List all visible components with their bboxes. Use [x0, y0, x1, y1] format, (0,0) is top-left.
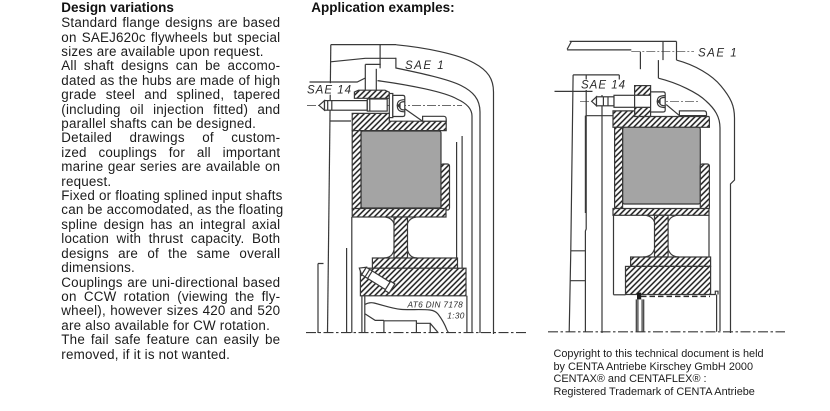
- svg-text:SAE 1: SAE 1: [405, 60, 445, 72]
- svg-text:AT6 DIN 7178: AT6 DIN 7178: [407, 299, 464, 309]
- svg-text:SAE 14: SAE 14: [581, 79, 626, 91]
- svg-text:SAE 14: SAE 14: [307, 85, 352, 97]
- svg-text:SAE 1: SAE 1: [698, 48, 738, 60]
- svg-text:1:30: 1:30: [447, 311, 464, 321]
